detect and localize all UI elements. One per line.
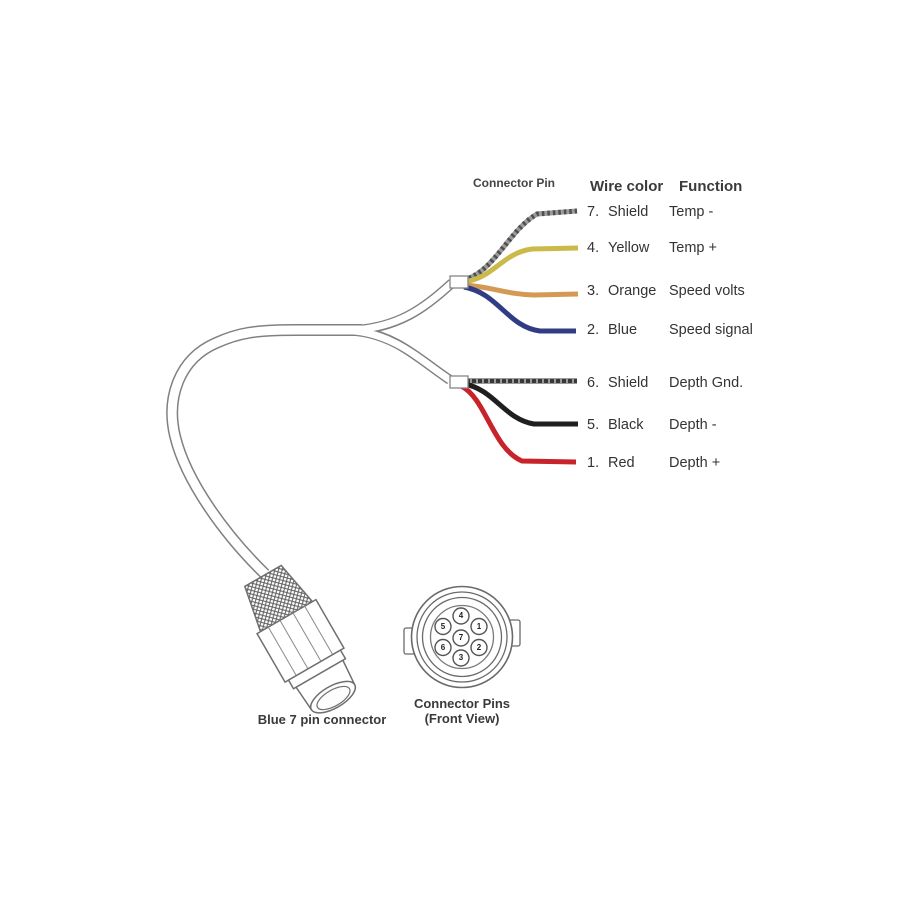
pin-front-view (403, 585, 521, 689)
wire-color: Shield (608, 375, 649, 391)
cable-jacket-end-lower (449, 375, 469, 389)
wire-pin: 2. (587, 322, 600, 338)
pin-number-upper-left: 5 (440, 622, 446, 631)
wire-shield-temp (463, 208, 578, 283)
pin-number-top: 4 (458, 611, 464, 620)
pin-number-upper-right: 1 (476, 622, 482, 631)
wire-pin: 1. (587, 455, 600, 471)
wire-black (463, 381, 578, 427)
wire-row-5: 5. Black Depth - (587, 417, 717, 433)
cable-jacket-end-upper (449, 275, 469, 289)
pin-number-lower-right: 2 (476, 643, 482, 652)
wire-pin: 6. (587, 375, 600, 391)
wire-color: Black (608, 417, 644, 433)
wire-row-6: 6. Shield Depth Gnd. (587, 375, 743, 391)
wire-pin: 7. (587, 204, 600, 220)
wire-row-1: 1. Red Depth + (587, 455, 720, 471)
wire-pin: 4. (587, 240, 600, 256)
pin-view-caption-line1: Connector Pins (413, 696, 511, 711)
wire-pin: 3. (587, 283, 600, 299)
cable-main (166, 279, 456, 579)
wire-row-2: 2. Blue Speed signal (587, 322, 753, 338)
connector-pin-header: Connector Pin (473, 176, 556, 190)
connector-label: Blue 7 pin connector (257, 712, 387, 727)
wire-color: Orange (608, 283, 657, 299)
pin-number-lower-left: 6 (440, 643, 446, 652)
wire-function: Speed volts (669, 283, 745, 299)
wire-color: Blue (608, 322, 638, 338)
wire-function: Temp + (669, 240, 717, 256)
wire-orange (463, 282, 579, 298)
wire-yellow (463, 245, 579, 285)
pin-number-bottom: 3 (458, 653, 464, 662)
wire-function: Depth Gnd. (669, 375, 744, 391)
wire-pin: 5. (587, 417, 600, 433)
braid-texture (463, 208, 578, 283)
function-header: Function (679, 178, 743, 195)
pin-view-caption-line2: (Front View) (424, 711, 500, 726)
wire-color: Shield (608, 204, 649, 220)
wire-red (459, 383, 577, 465)
wire-function: Speed signal (669, 322, 753, 338)
wire-function: Depth + (669, 455, 721, 471)
wire-color: Yellow (608, 240, 650, 256)
wire-blue (463, 284, 576, 334)
connector-opening (316, 685, 351, 711)
wire-color-header: Wire color (590, 178, 664, 195)
wire-function: Temp - (669, 204, 714, 220)
wire-color: Red (608, 455, 635, 471)
wire-function: Depth - (669, 417, 717, 433)
wire-row-4: 4. Yellow Temp + (587, 240, 717, 256)
wire-row-7: 7. Shield Temp - (587, 204, 713, 220)
wire-row-3: 3. Orange Speed volts (587, 283, 745, 299)
connector-body (243, 564, 357, 714)
pin-number-center: 7 (458, 633, 464, 642)
